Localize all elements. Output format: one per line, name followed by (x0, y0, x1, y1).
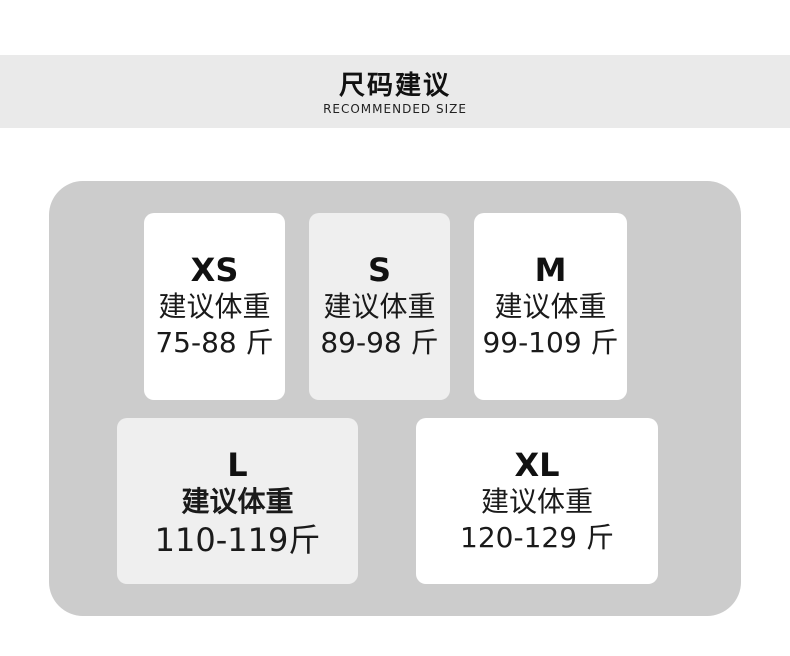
weight-label: 建议体重 (323, 290, 436, 323)
size-card-xs: XS 建议体重 75-88 斤 (144, 213, 285, 400)
weight-label: 建议体重 (181, 485, 294, 518)
weight-range: 110-119斤 (154, 521, 321, 559)
size-card-l: L 建议体重 110-119斤 (117, 418, 358, 584)
weight-range: 75-88 斤 (155, 326, 274, 359)
size-code: L (227, 446, 248, 484)
weight-label: 建议体重 (158, 290, 271, 323)
weight-label: 建议体重 (494, 290, 607, 323)
size-code: S (367, 251, 392, 289)
size-card-xl: XL 建议体重 120-129 斤 (416, 418, 658, 584)
weight-label: 建议体重 (480, 485, 593, 518)
size-code: XL (514, 446, 560, 484)
weight-range: 99-109 斤 (482, 326, 619, 359)
page-subtitle: RECOMMENDED SIZE (323, 102, 467, 116)
weight-range: 120-129 斤 (460, 521, 614, 554)
size-card-m: M 建议体重 99-109 斤 (474, 213, 627, 400)
size-code: M (534, 251, 567, 289)
page-title: 尺码建议 (338, 71, 451, 101)
size-code: XS (190, 251, 239, 289)
size-card-s: S 建议体重 89-98 斤 (309, 213, 450, 400)
weight-range: 89-98 斤 (320, 326, 439, 359)
header-banner: 尺码建议 RECOMMENDED SIZE (0, 55, 790, 128)
